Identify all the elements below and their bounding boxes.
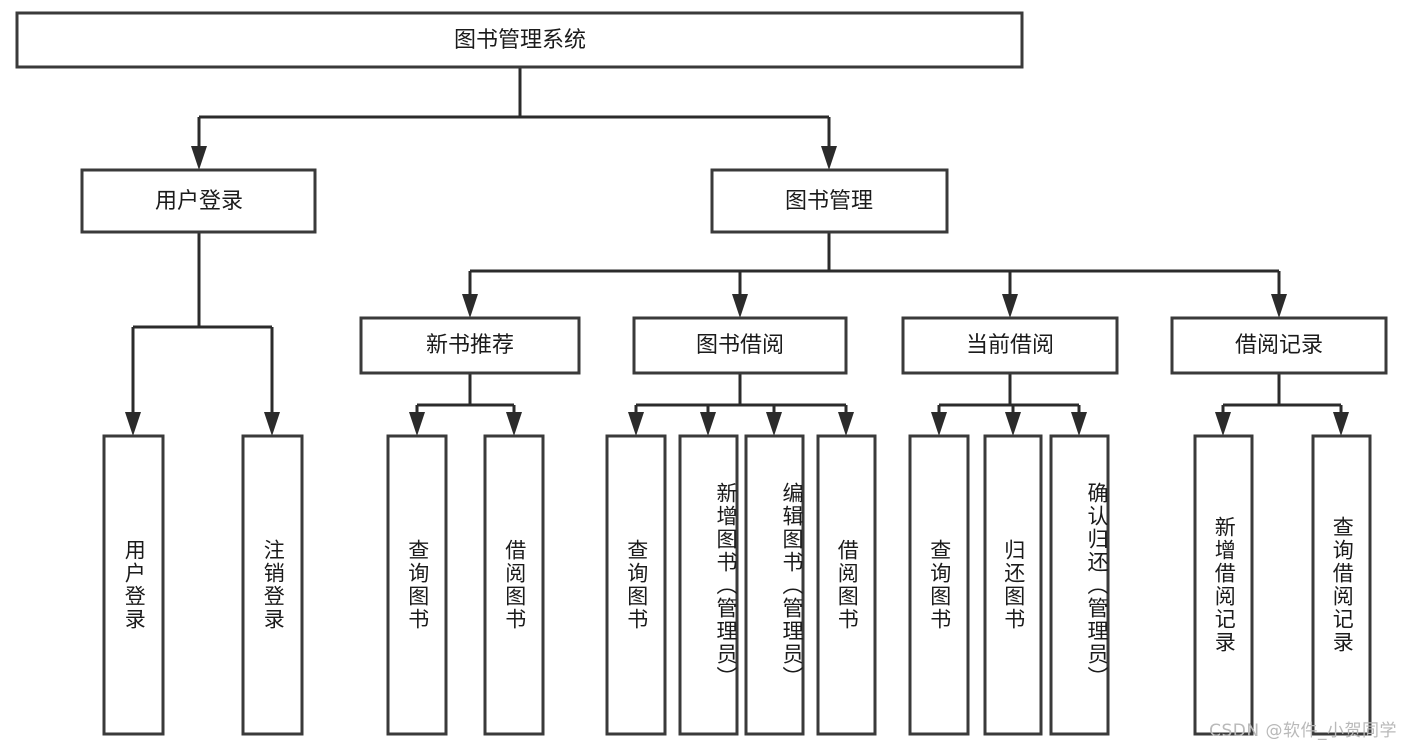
node-borrow-record-label: 借阅记录 bbox=[1235, 333, 1323, 358]
leaf-box-user-login-1[interactable] bbox=[241, 434, 304, 736]
arrow-head-user-login bbox=[191, 146, 207, 170]
connector-group-user-login bbox=[125, 232, 280, 436]
node-book-manage-label: 图书管理 bbox=[785, 189, 873, 214]
connector-group-book-borrow bbox=[628, 373, 854, 436]
arrow-head-ul-leaf-0 bbox=[125, 412, 141, 436]
connector-group-new-book-rec bbox=[409, 373, 522, 436]
connector-group-borrow-record bbox=[1215, 373, 1349, 436]
arrow-head-nbr-leaf-0 bbox=[409, 412, 425, 436]
leaf-box-borrow-record-1[interactable] bbox=[1311, 434, 1372, 736]
leaf-box-book-borrow-3[interactable] bbox=[816, 434, 877, 736]
node-new-book-rec-label: 新书推荐 bbox=[426, 333, 514, 358]
node-current-borrow-box[interactable] bbox=[901, 316, 1119, 375]
leaf-box-new-book-rec-0[interactable] bbox=[386, 434, 448, 736]
arrow-head-nbr-leaf-1 bbox=[506, 412, 522, 436]
leaf-box-current-borrow-2[interactable] bbox=[1049, 434, 1110, 736]
leaf-box-user-login-0[interactable] bbox=[102, 434, 165, 736]
arrow-head-cb-leaf-1 bbox=[1005, 412, 1021, 436]
node-root-label: 图书管理系统 bbox=[454, 28, 586, 53]
arrow-head-cb-leaf-0 bbox=[931, 412, 947, 436]
node-book-manage-box[interactable] bbox=[710, 168, 949, 234]
leaf-box-book-borrow-0[interactable] bbox=[605, 434, 667, 736]
node-book-borrow-label: 图书借阅 bbox=[696, 333, 784, 358]
arrow-head-bb-leaf-2 bbox=[766, 412, 782, 436]
leaf-box-book-borrow-1[interactable] bbox=[678, 434, 739, 736]
arrow-head-bb-leaf-1 bbox=[700, 412, 716, 436]
arrow-head-bb-leaf-0 bbox=[628, 412, 644, 436]
node-borrow-record-box[interactable] bbox=[1170, 316, 1388, 375]
arrow-head-bb-leaf-3 bbox=[838, 412, 854, 436]
leaf-box-current-borrow-1[interactable] bbox=[983, 434, 1043, 736]
arrow-head-cb-leaf-2 bbox=[1071, 412, 1087, 436]
connector-group-root bbox=[191, 67, 837, 170]
node-book-borrow-box[interactable] bbox=[632, 316, 848, 375]
watermark-text: CSDN @软件_小贺同学 bbox=[1209, 721, 1397, 741]
arrow-head-book-manage bbox=[821, 146, 837, 170]
arrow-head-br-leaf-0 bbox=[1215, 412, 1231, 436]
arrow-head-br-leaf-1 bbox=[1333, 412, 1349, 436]
node-root-box[interactable] bbox=[15, 11, 1024, 69]
node-user-login-label: 用户登录 bbox=[155, 189, 243, 214]
leaf-box-new-book-rec-1[interactable] bbox=[483, 434, 545, 736]
connector-group-current-borrow bbox=[931, 373, 1087, 436]
arrow-head-ul-leaf-1 bbox=[264, 412, 280, 436]
node-user-login-box[interactable] bbox=[80, 168, 317, 234]
leaf-box-borrow-record-0[interactable] bbox=[1193, 434, 1254, 736]
leaf-box-book-borrow-2[interactable] bbox=[744, 434, 805, 736]
arrow-head-borrow-record bbox=[1271, 294, 1287, 318]
arrow-head-current-borrow bbox=[1002, 294, 1018, 318]
arrow-head-new-book-rec bbox=[462, 294, 478, 318]
leaf-box-current-borrow-0[interactable] bbox=[908, 434, 970, 736]
node-new-book-rec-box[interactable] bbox=[359, 316, 581, 375]
arrow-head-book-borrow bbox=[732, 294, 748, 318]
node-current-borrow-label: 当前借阅 bbox=[966, 333, 1054, 358]
connector-group-book-manage bbox=[462, 232, 1287, 318]
